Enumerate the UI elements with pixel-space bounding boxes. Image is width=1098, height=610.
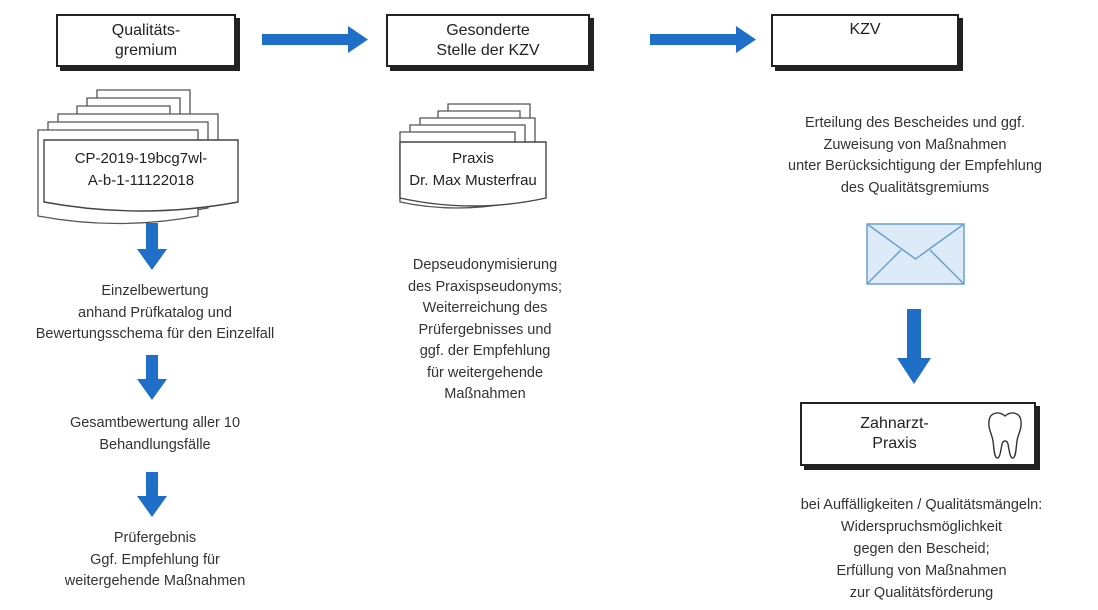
text-auffaelligkeiten: bei Auffälligkeiten / Qualitätsmängeln: … xyxy=(800,497,1043,601)
document-praxis-label: Praxis Dr. Max Musterfrau xyxy=(409,150,537,189)
box-zahnarztpraxis-label: Zahnarzt- Praxis xyxy=(860,415,929,452)
arrow-down-4 xyxy=(897,309,931,384)
arrow-right-1 xyxy=(262,26,368,53)
box-kzv-label: KZV xyxy=(849,21,881,38)
document-front-praxis xyxy=(399,141,547,207)
box-gesonderte-stelle: Gesonderte Stelle der KZV xyxy=(386,14,590,67)
arrow-down-2 xyxy=(137,355,167,400)
envelope-icon xyxy=(866,223,965,285)
arrow-right-2 xyxy=(650,26,756,53)
document-pseudonym-label: CP-2019-19bcg7wl- A-b-1-11122018 xyxy=(74,150,208,189)
box-kzv: KZV xyxy=(771,14,959,67)
text-pruefergebnis: Prüfergebnis Ggf. Empfehlung für weiterg… xyxy=(64,530,246,589)
tooth-icon xyxy=(988,412,1022,459)
arrow-down-1 xyxy=(137,223,167,270)
text-depseudonymisierung: Depseudonymisierung des Praxispseudonyms… xyxy=(408,257,562,402)
document-front-pseudonym xyxy=(43,139,239,212)
arrow-down-3 xyxy=(137,472,167,517)
text-gesamtbewertung: Gesamtbewertung aller 10 Behandlungsfäll… xyxy=(69,415,241,453)
box-zahnarztpraxis: Zahnarzt- Praxis xyxy=(800,402,1036,466)
text-einzelbewertung: Einzelbewertung anhand Prüfkatalog und B… xyxy=(35,283,275,342)
box-qualitaetsgremium: Qualitäts- gremium xyxy=(56,14,236,67)
text-erteilung: Erteilung des Bescheides und ggf. Zuweis… xyxy=(788,115,1042,196)
